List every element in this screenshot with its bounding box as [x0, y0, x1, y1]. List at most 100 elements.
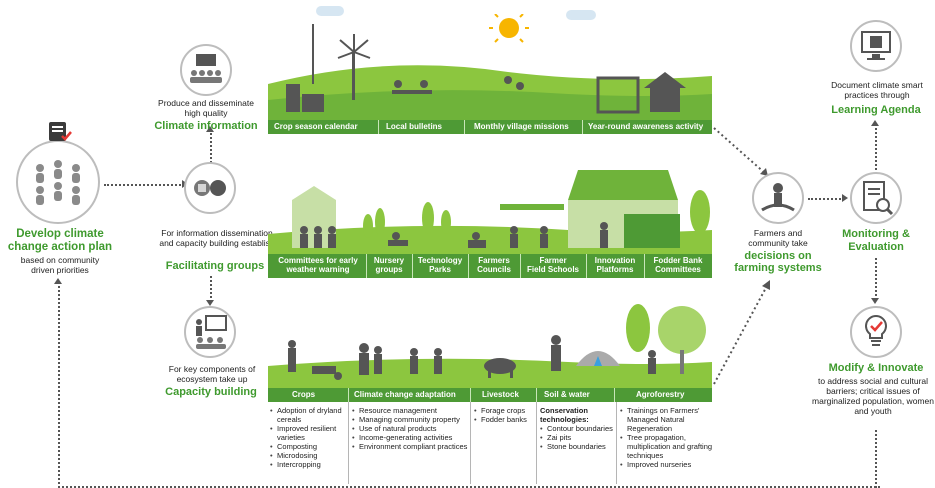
cloud-icon — [316, 6, 344, 16]
clipboard-icon — [46, 118, 72, 144]
decisions-title: decisions on farming systems — [734, 250, 822, 274]
arrow-head — [842, 194, 848, 202]
label-line: Councils — [477, 265, 511, 274]
divider — [366, 254, 367, 278]
list-item: Forage crops — [474, 406, 534, 415]
list-item: Fodder banks — [474, 415, 534, 424]
label-line: Farmers — [478, 256, 510, 265]
label-line: Platforms — [596, 265, 634, 274]
label-line: Field Schools — [526, 265, 579, 274]
climate-info-title: Climate information — [154, 120, 258, 132]
list-item: Environment compliant practices — [352, 442, 468, 451]
connector-decisions-to-monitoring — [808, 198, 844, 200]
connector-left-loop — [58, 282, 60, 488]
soil-heading: Conservation technologies: — [540, 406, 589, 424]
label-agroforestry: Agroforestry — [636, 390, 685, 399]
divider — [536, 388, 537, 402]
training-class-icon — [184, 306, 236, 358]
capacity-building-title: Capacity building — [165, 386, 257, 398]
arrow-head — [206, 126, 214, 132]
list-item: Managing community property — [352, 415, 468, 424]
divider — [586, 254, 587, 278]
label-innovation-platforms: Innovation Platforms — [588, 256, 642, 274]
farmer-decision-icon — [752, 172, 804, 224]
row2-illustration — [268, 160, 712, 256]
list-item: Contour boundaries — [540, 424, 614, 433]
learning-desc: Document climate smart practices through — [831, 80, 923, 100]
action-plan-title: Develop climate change action plan — [7, 228, 113, 253]
label-field-schools: Farmer Field Schools — [522, 256, 584, 274]
arrow-head — [206, 300, 214, 306]
divider — [614, 388, 615, 402]
divider — [536, 402, 537, 484]
list-item: Zai pits — [540, 433, 614, 442]
label-crop-calendar: Crop season calendar — [274, 122, 358, 131]
climate-info-band: Crop season calendar Local bulletins Mon… — [268, 120, 712, 134]
label-line: groups — [375, 265, 403, 274]
arrow-head — [871, 298, 879, 304]
cloud-icon — [566, 10, 596, 20]
climate-info-desc: Produce and disseminate high quality — [158, 98, 254, 118]
connector-groups-to-info — [210, 130, 212, 166]
soil-water-list: Conservation technologies: Contour bound… — [540, 406, 614, 451]
connector-modify-to-bottom — [875, 430, 877, 488]
divider — [378, 120, 379, 134]
list-item: Composting — [270, 442, 348, 451]
connector-bottom-loop — [58, 486, 880, 488]
document-magnifier-icon — [850, 172, 902, 224]
capacity-building-band: Crops Climate change adaptation Livestoc… — [268, 388, 712, 402]
facilitating-groups-band: Committees for early weather warning Nur… — [268, 254, 712, 278]
divider — [644, 254, 645, 278]
facilitating-groups-desc: For information dissemination and capaci… — [159, 228, 275, 248]
divider — [348, 402, 349, 484]
adaptation-list: Resource management Managing community p… — [352, 406, 468, 451]
list-item: Income-generating activities — [352, 433, 468, 442]
facilitating-groups-title: Facilitating groups — [165, 260, 265, 272]
row3-illustration — [268, 300, 712, 390]
label-line: Fodder Bank — [653, 256, 703, 265]
divider — [470, 402, 471, 484]
label-line: Nursery — [373, 256, 405, 265]
presentation-audience-icon — [180, 44, 232, 96]
decisions-desc: Farmers and community take — [748, 228, 808, 248]
label-line: Technology — [417, 256, 463, 265]
list-item: Adoption of dryland cereals — [270, 406, 348, 424]
dialogue-heads-icon — [184, 162, 236, 214]
arrow-head — [54, 278, 62, 284]
list-item: Improved resilient varieties — [270, 424, 348, 442]
crops-list: Adoption of dryland cereals Improved res… — [270, 406, 348, 469]
label-line: Committees — [655, 265, 701, 274]
label-technology-parks: Technology Parks — [414, 256, 466, 274]
label-crops: Crops — [292, 390, 316, 399]
label-line: Committees for early — [278, 256, 358, 265]
label-adaptation: Climate change adaptation — [354, 390, 456, 399]
label-line: Innovation — [594, 256, 636, 265]
label-local-bulletins: Local bulletins — [386, 122, 443, 131]
connector-info-to-decisions — [712, 126, 772, 180]
label-soil-water: Soil & water — [544, 390, 590, 399]
modify-title: Modify & Innovate — [828, 362, 924, 374]
connector-groups-to-capacity — [210, 276, 212, 302]
connector-plan-to-groups — [104, 184, 184, 186]
livestock-list: Forage crops Fodder banks — [474, 406, 534, 424]
label-farmers-councils: Farmers Councils — [470, 256, 518, 274]
capacity-building-desc: For key components of ecosystem take up — [168, 364, 256, 384]
label-early-warning: Committees for early weather warning — [272, 256, 364, 274]
label-line: Farmer — [539, 256, 567, 265]
modify-desc: to address social and cultural barriers;… — [812, 376, 934, 416]
label-line: Parks — [429, 265, 451, 274]
computer-monitor-icon — [850, 20, 902, 72]
list-item: Microdosing — [270, 451, 348, 460]
label-village-missions: Monthly village missions — [474, 122, 569, 131]
divider — [470, 388, 471, 402]
list-item: Trainings on Farmers' Managed Natural Re… — [620, 406, 714, 433]
divider — [348, 388, 349, 402]
community-group-icon — [16, 140, 100, 224]
list-item: Improved nurseries — [620, 460, 714, 469]
connector-capacity-to-decisions — [712, 276, 774, 386]
label-livestock: Livestock — [482, 390, 519, 399]
monitoring-title: Monitoring & Evaluation — [842, 228, 910, 253]
lightbulb-check-icon — [850, 306, 902, 358]
label-nursery-groups: Nursery groups — [368, 256, 410, 274]
arrow-head — [871, 120, 879, 126]
